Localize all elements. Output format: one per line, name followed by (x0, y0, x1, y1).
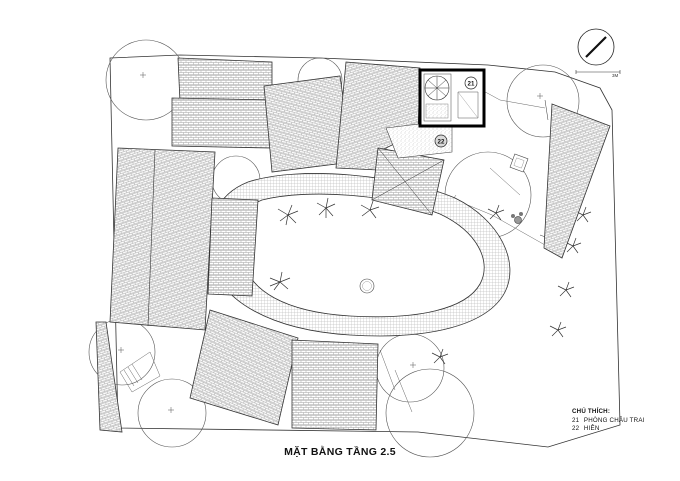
planter-box (509, 153, 529, 173)
scale-label: 3M (612, 73, 619, 78)
legend-item: 21 PHÒNG CHÂU TRAI (572, 417, 645, 426)
svg-text:22: 22 (438, 138, 445, 145)
roof-east (543, 103, 611, 259)
room-tag-22: 22 (434, 134, 448, 148)
roof-west-small (207, 197, 259, 297)
north-arrow-icon (577, 28, 615, 66)
roof-northwest-lower (171, 97, 273, 149)
legend-item-label: PHÒNG CHÂU TRAI (583, 416, 645, 424)
roof-northwest (177, 57, 273, 103)
svg-text:21: 21 (468, 80, 475, 87)
roof-southwest (95, 321, 123, 433)
drawing-title: MẶT BẰNG TẦNG 2.5 (284, 446, 396, 458)
legend-item-label: HIÊN (583, 425, 600, 433)
roof-south-center (189, 309, 299, 426)
oval-courtyard (209, 173, 511, 337)
palm-plants (269, 197, 592, 365)
legend-title: CHÚ THÍCH: (572, 408, 611, 415)
roof-west-large (109, 147, 216, 331)
legend: CHÚ THÍCH: 21 PHÒNG CHÂU TRAI 22 HIÊN (572, 408, 645, 434)
roof-blocks (95, 57, 611, 433)
scale-bar (575, 70, 621, 74)
legend-item-number: 22 (572, 425, 580, 433)
legend-item-number: 21 (572, 416, 580, 424)
roof-south (291, 339, 379, 431)
room-tag-21: 21 (464, 76, 478, 90)
legend-item: 22 HIÊN (572, 425, 645, 434)
southwest-stairs (119, 351, 161, 393)
